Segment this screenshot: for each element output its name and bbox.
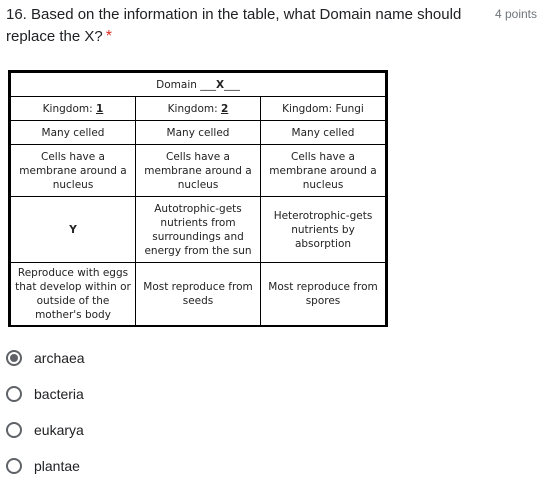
option-label: bacteria (34, 386, 84, 402)
kingdom-prefix: Kingdom: (282, 102, 336, 115)
table-cell: Many celled (260, 120, 386, 145)
question-image-table: Domain ___X___ Kingdom: 1 Kingdom: 2 Kin… (8, 70, 388, 327)
table-cell: Heterotrophic-gets nutrients by absorpti… (260, 196, 386, 263)
radio-icon[interactable] (6, 422, 22, 438)
option-label: archaea (34, 350, 85, 366)
table-header-row: Domain ___X___ (10, 72, 386, 97)
table-cell: Y (10, 196, 136, 263)
question-title: 16. Based on the information in the tabl… (6, 6, 462, 45)
option-eukarya[interactable]: eukarya (6, 412, 85, 448)
kingdom-cell: Kingdom: Fungi (260, 96, 386, 121)
table-cell: Autotrophic-gets nutrients from surround… (135, 196, 261, 263)
table-cell: Many celled (10, 120, 136, 145)
domain-header-prefix: Domain ___ (156, 78, 216, 91)
table-row: Cells have a membrane around a nucleus C… (10, 144, 386, 197)
kingdom-name: Fungi (335, 102, 364, 115)
table-cell: Cells have a membrane around a nucleus (135, 144, 261, 197)
domain-header-cell: Domain ___X___ (10, 72, 386, 97)
points-label: 4 points (494, 7, 537, 21)
kingdom-cell: Kingdom: 1 (10, 96, 136, 121)
table-cell: Cells have a membrane around a nucleus (260, 144, 386, 197)
required-mark: * (105, 28, 112, 45)
option-archaea[interactable]: archaea (6, 340, 85, 376)
table-row: Reproduce with eggs that develop within … (10, 262, 386, 326)
answer-options: archaea bacteria eukarya plantae (6, 340, 85, 484)
kingdom-prefix: Kingdom: (167, 102, 221, 115)
domain-header-suffix: ___ (224, 78, 240, 91)
table-cell: Reproduce with eggs that develop within … (10, 262, 136, 326)
option-plantae[interactable]: plantae (6, 448, 85, 484)
radio-icon[interactable] (6, 386, 22, 402)
table-row: Many celled Many celled Many celled (10, 120, 386, 145)
table-cell: Most reproduce from seeds (135, 262, 261, 326)
kingdom-prefix: Kingdom: (42, 102, 96, 115)
kingdom-name: 1 (96, 102, 104, 115)
table-row: Y Autotrophic-gets nutrients from surrou… (10, 196, 386, 263)
kingdom-cell: Kingdom: 2 (135, 96, 261, 121)
radio-icon[interactable] (6, 458, 22, 474)
table-cell: Many celled (135, 120, 261, 145)
table-cell: Most reproduce from spores (260, 262, 386, 326)
classification-table: Domain ___X___ Kingdom: 1 Kingdom: 2 Kin… (10, 72, 386, 326)
table-cell: Cells have a membrane around a nucleus (10, 144, 136, 197)
kingdom-row: Kingdom: 1 Kingdom: 2 Kingdom: Fungi (10, 96, 386, 121)
radio-selected-icon[interactable] (6, 350, 22, 366)
domain-header-value: X (215, 78, 225, 91)
option-label: eukarya (34, 422, 84, 438)
option-bacteria[interactable]: bacteria (6, 376, 85, 412)
option-label: plantae (34, 458, 80, 474)
kingdom-name: 2 (221, 102, 229, 115)
question-header: 16. Based on the information in the tabl… (6, 4, 486, 48)
